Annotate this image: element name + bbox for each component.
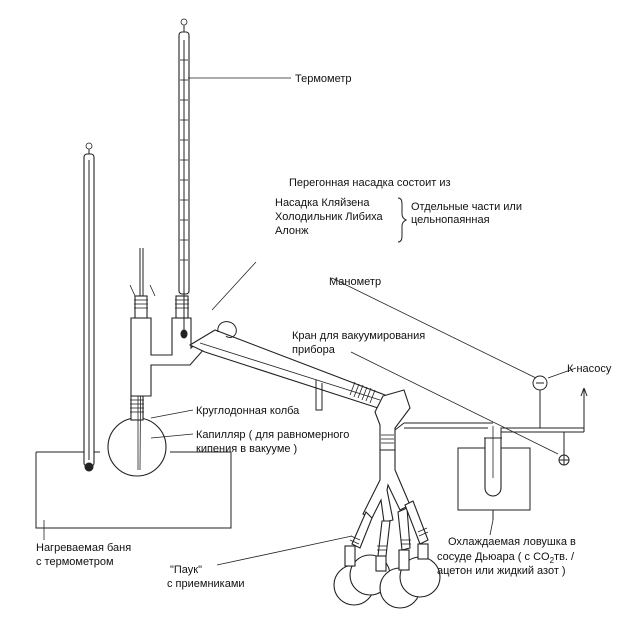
label-bath-1: Нагреваемая баня — [36, 542, 131, 554]
label-manometer: Манометр — [329, 276, 381, 288]
label-trap-1: Охлаждаемая ловушка в — [448, 536, 576, 548]
label-trap-2-subscript: 2 — [550, 556, 555, 565]
label-trap-3: ацетон или жидкий азот ) — [437, 565, 566, 577]
label-spider-1: "Паук" — [170, 564, 202, 576]
adapter — [374, 389, 436, 451]
label-claisen: Насадка Кляйзена — [275, 197, 370, 209]
label-valve-1: Кран для вакуумирования — [292, 330, 425, 342]
label-capillary-1: Капилляр ( для равномерного — [196, 429, 349, 441]
label-thermometer: Термометр — [295, 73, 352, 85]
label-separate-2: цельнопаянная — [411, 214, 490, 226]
label-trap-2a: сосуде Дьюара ( с CO — [437, 551, 550, 563]
cold-trap — [436, 422, 584, 520]
label-trap-2: сосуде Дьюара ( с CO2тв. / — [437, 551, 575, 565]
label-spider-2: с приемниками — [167, 578, 245, 590]
label-capillary-2: кипения в вакууме ) — [196, 443, 297, 455]
leader-lines — [43, 77, 577, 566]
bath-thermometer — [83, 142, 95, 472]
spider-receivers — [333, 449, 441, 609]
label-trap-2b: тв. / — [554, 551, 575, 563]
label-separate-1: Отдельные части или — [411, 201, 522, 213]
main-thermometer — [178, 18, 190, 339]
round-bottom-flask — [107, 329, 167, 477]
label-flask: Круглодонная колба — [196, 405, 300, 417]
claisen-adapter — [129, 248, 206, 397]
labels: Термометр Перегонная насадка состоит из … — [36, 73, 612, 590]
label-bath-2: с термометром — [36, 556, 114, 568]
label-liebig: Холодильник Либиха — [275, 211, 383, 223]
label-to-pump: К насосу — [567, 363, 612, 375]
label-still-head-title: Перегонная насадка состоит из — [289, 177, 451, 189]
vacuum-line — [532, 375, 588, 466]
label-adapter: Алонж — [275, 225, 309, 237]
label-valve-2: прибора — [292, 344, 336, 356]
brace — [397, 197, 408, 243]
